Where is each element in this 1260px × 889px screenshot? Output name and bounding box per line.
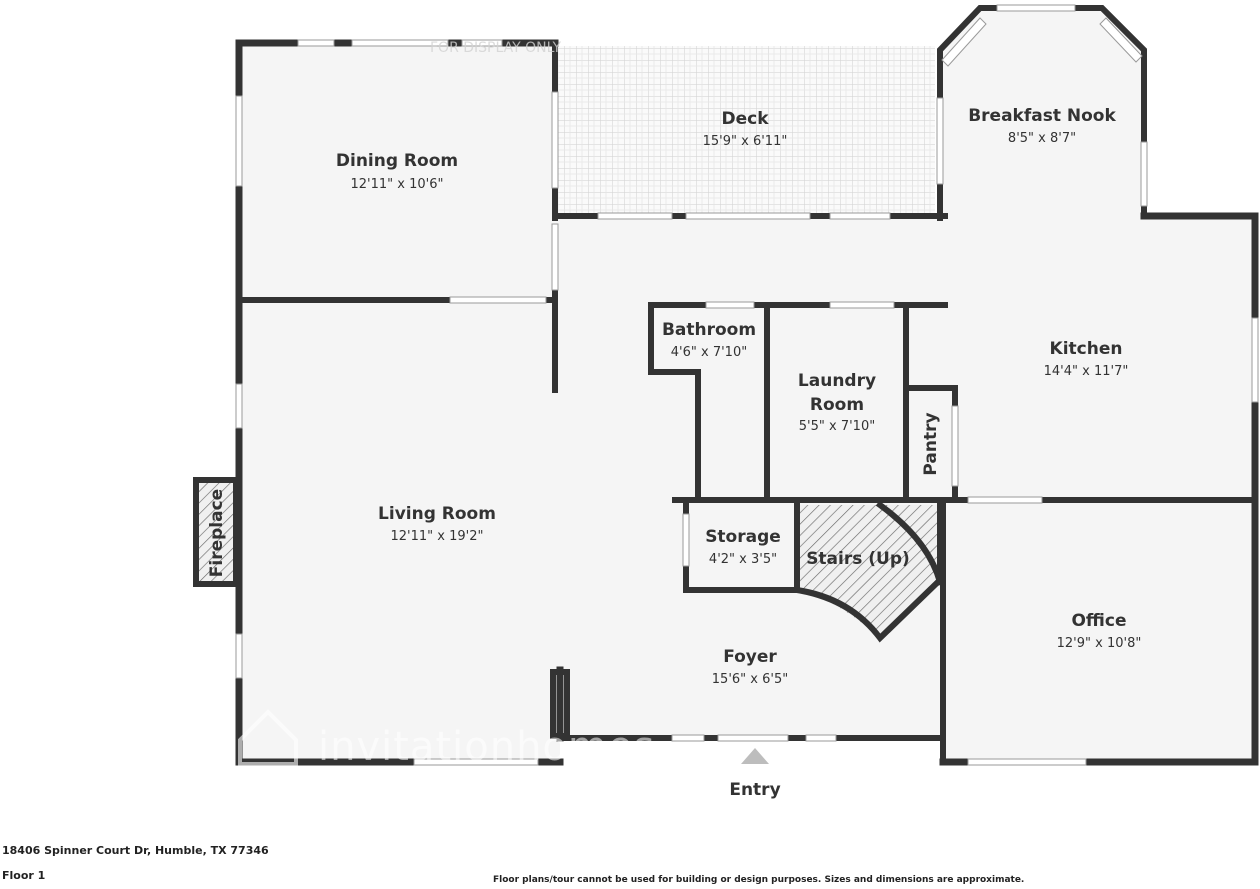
fireplace-hearth bbox=[196, 480, 236, 584]
floor-fills bbox=[196, 8, 1255, 762]
windows bbox=[235, 4, 1259, 766]
laundry-room-name-line2: Room bbox=[810, 395, 864, 415]
dining-room-name: Dining Room bbox=[336, 151, 458, 171]
stairs-hatch bbox=[797, 505, 940, 638]
kitchen-name: Kitchen bbox=[1050, 339, 1123, 359]
floor-label: Floor 1 bbox=[2, 869, 46, 882]
entry-label: Entry bbox=[729, 780, 780, 800]
storage-dims: 4'2" x 3'5" bbox=[709, 552, 777, 567]
property-address: 18406 Spinner Court Dr, Humble, TX 77346 bbox=[2, 844, 269, 857]
living-room-name: Living Room bbox=[378, 504, 496, 524]
breakfast-nook-dims: 8'5" x 8'7" bbox=[1008, 131, 1076, 146]
pantry-name: Pantry bbox=[921, 412, 941, 475]
laundry-room-name-line1: Laundry bbox=[798, 371, 876, 391]
fireplace-name: Fireplace bbox=[207, 489, 227, 577]
entry-arrow-icon bbox=[741, 748, 769, 764]
foyer-name: Foyer bbox=[723, 647, 777, 667]
deck-floor bbox=[557, 46, 935, 216]
watermark-logo-icon bbox=[238, 709, 298, 766]
living-room-dims: 12'11" x 19'2" bbox=[391, 529, 484, 544]
laundry-room-dims: 5'5" x 7'10" bbox=[799, 419, 875, 434]
disclaimer-text: Floor plans/tour cannot be used for buil… bbox=[493, 875, 1025, 885]
storage-name: Storage bbox=[705, 527, 781, 547]
stairs-name: Stairs (Up) bbox=[806, 549, 910, 569]
deck-dims: 15'9" x 6'11" bbox=[703, 134, 788, 149]
office-dims: 12'9" x 10'8" bbox=[1057, 636, 1142, 651]
breakfast-nook-name: Breakfast Nook bbox=[968, 106, 1116, 126]
bathroom-dims: 4'6" x 7'10" bbox=[671, 345, 747, 360]
watermark-top-text: FOR DISPLAY ONLY bbox=[430, 40, 562, 56]
deck-name: Deck bbox=[721, 109, 769, 129]
bathroom-name: Bathroom bbox=[662, 320, 756, 340]
dining-room-dims: 12'11" x 10'6" bbox=[351, 177, 444, 192]
watermark-text: invitationhomes bbox=[318, 724, 656, 770]
office-name: Office bbox=[1071, 611, 1126, 631]
foyer-dims: 15'6" x 6'5" bbox=[712, 672, 788, 687]
kitchen-dims: 14'4" x 11'7" bbox=[1044, 364, 1129, 379]
